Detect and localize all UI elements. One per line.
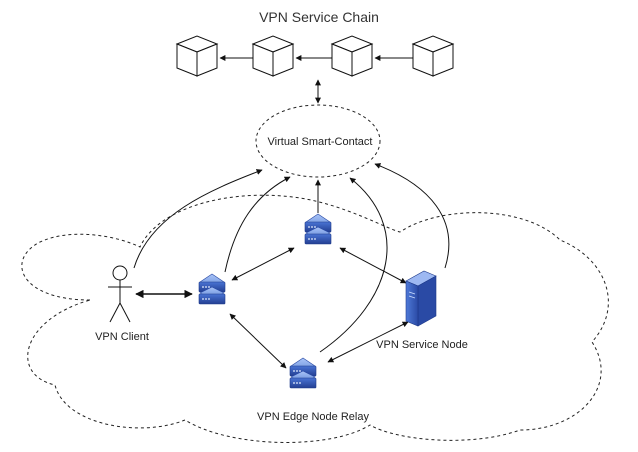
left-center-node-link (231, 247, 295, 281)
chain-block-4-icon (412, 35, 454, 77)
client-to-contract-link (133, 169, 263, 269)
service-to-contract-link (374, 163, 450, 269)
network-cloud (21, 194, 609, 443)
smart-contract-label: Virtual Smart-Contact (267, 136, 373, 148)
service-node-tower-icon (405, 270, 437, 327)
center-service-node-link (339, 247, 407, 284)
edge-server-left-icon (198, 273, 226, 305)
vpn-client-label: VPN Client (95, 331, 149, 343)
service-node-label: VPN Service Node (376, 339, 468, 351)
left-node-to-contract-link (224, 176, 291, 273)
edge-server-center-icon (304, 213, 332, 245)
relay-to-contract-link (319, 177, 388, 353)
chain-block-3-icon (331, 35, 373, 77)
edge-relay-label: VPN Edge Node Relay (257, 411, 369, 423)
chain-block-2-icon (252, 35, 294, 77)
vpn-client-figure-icon (108, 265, 132, 323)
diagram-title: VPN Service Chain (259, 9, 379, 25)
left-node-relay-link (229, 313, 287, 369)
relay-service-node-link (327, 321, 409, 363)
edge-node-relay-icon (289, 357, 317, 389)
chain-block-1-icon (176, 35, 218, 77)
smart-contract-ellipse (255, 104, 381, 178)
